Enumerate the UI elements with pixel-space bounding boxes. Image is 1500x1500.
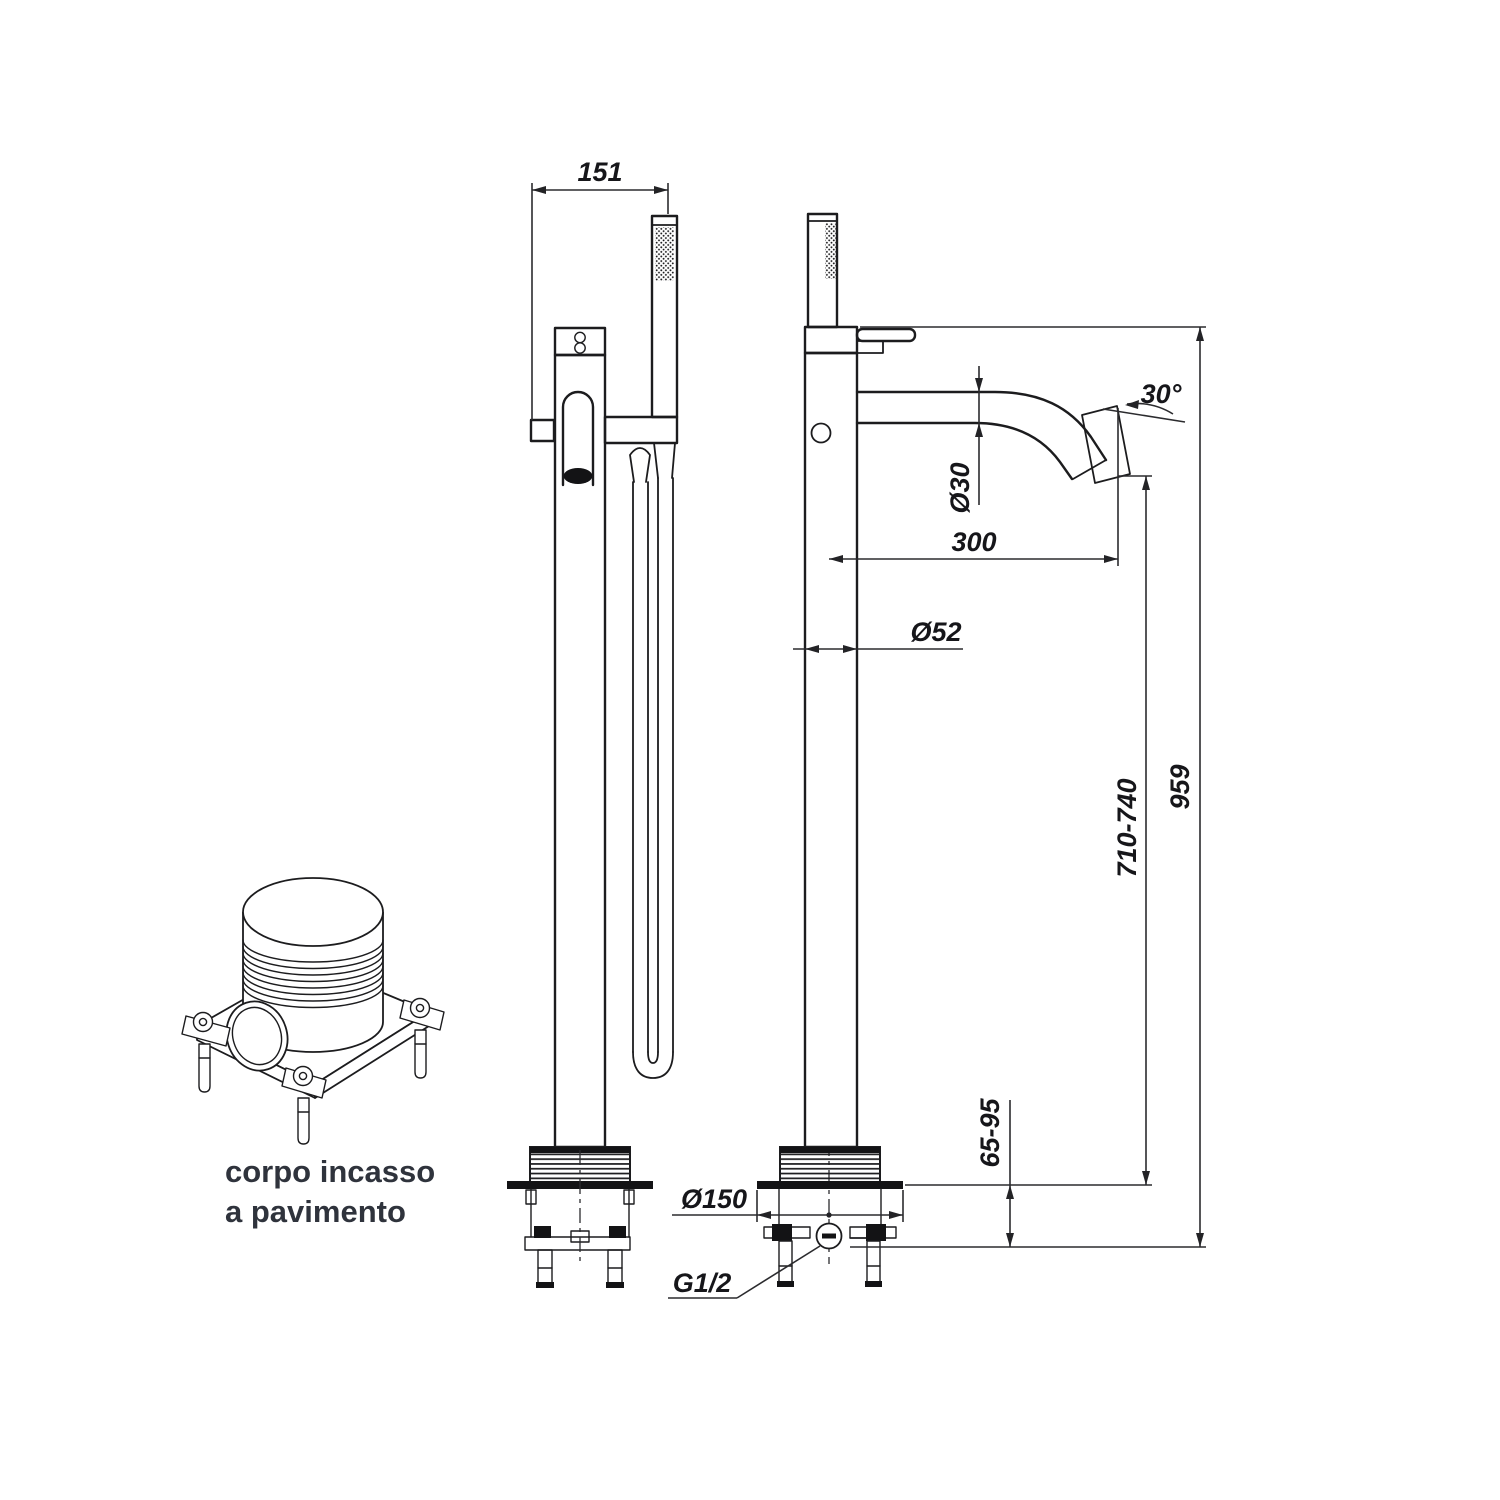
front-cap (553, 326, 607, 357)
side-port (225, 1000, 289, 1072)
side-column (803, 351, 859, 1149)
side-legs (777, 1240, 882, 1287)
dim-built-in-depth-group: 65-95 (905, 1097, 1152, 1247)
dim-connection-thread-label: G1/2 (673, 1268, 732, 1298)
front-holder-ring (653, 442, 676, 479)
caption-line-1: corpo incasso (225, 1154, 435, 1189)
dimension-annotations: 151 30° Ø30 300 Ø52 (531, 157, 1206, 1299)
dim-spout-reach-label: 300 (951, 527, 996, 557)
side-spout (855, 390, 1131, 484)
side-floor-flange (757, 1181, 903, 1189)
front-bolt-right (609, 1226, 626, 1238)
dim-spout-height-group: 710-740 (1112, 475, 1152, 1185)
side-lever-base (856, 340, 884, 354)
dim-spout-height-label: 710-740 (1112, 778, 1142, 877)
dim-flange-diameter-label: Ø150 (681, 1184, 747, 1214)
clamp-right (399, 997, 445, 1079)
dim-spout-diameter-label: Ø30 (945, 462, 975, 513)
side-view (757, 212, 1131, 1287)
dim-spout-reach-group: 300 (829, 408, 1119, 566)
front-spout (561, 390, 595, 487)
dim-total-height-group: 959 (850, 326, 1206, 1248)
side-handshower-grip (825, 223, 838, 279)
dim-front-width-label: 151 (577, 157, 622, 187)
dim-spout-angle-label: 30° (1141, 379, 1182, 409)
dim-front-width-group: 151 (531, 157, 669, 420)
front-holder-bracket (603, 415, 679, 445)
spout-outlet-face (1081, 405, 1131, 484)
dim-spout-diameter-group: Ø30 (945, 366, 983, 514)
dim-total-height-label: 959 (1165, 764, 1195, 809)
dim-connection-thread-group: G1/2 (668, 1245, 821, 1299)
side-lever-handle (855, 327, 917, 343)
front-mount-bracket (524, 1236, 631, 1251)
front-bolt-left (534, 1226, 551, 1238)
front-hose-cone (629, 447, 651, 483)
front-spout-outlet (563, 468, 593, 484)
side-cap (803, 325, 859, 355)
side-bolt-right (866, 1224, 886, 1241)
front-legs (536, 1249, 624, 1288)
front-hose (632, 477, 674, 1079)
clamp-front (281, 1065, 327, 1145)
front-handshower-grip (655, 227, 674, 281)
dim-flange-diameter-group: Ø150 (672, 1184, 904, 1222)
front-handle (529, 418, 556, 443)
hot-cold-dot-bottom (574, 342, 586, 354)
dim-column-diameter-label: Ø52 (910, 617, 961, 647)
front-view (507, 214, 679, 1288)
hot-cold-dot-top (574, 331, 586, 344)
clamp-left (181, 1011, 231, 1093)
body-cylinder-top (242, 877, 384, 947)
side-bolt-left (772, 1224, 792, 1241)
dim-column-diameter-group: Ø52 (793, 617, 963, 653)
caption-line-2: a pavimento (225, 1194, 406, 1229)
recessed-body-inset (181, 877, 445, 1145)
dim-spout-angle-group: 30° (1102, 379, 1186, 423)
dim-built-in-depth-label: 65-95 (975, 1097, 1005, 1167)
body-thread-band (242, 939, 384, 1009)
diverter-knob (810, 422, 832, 444)
